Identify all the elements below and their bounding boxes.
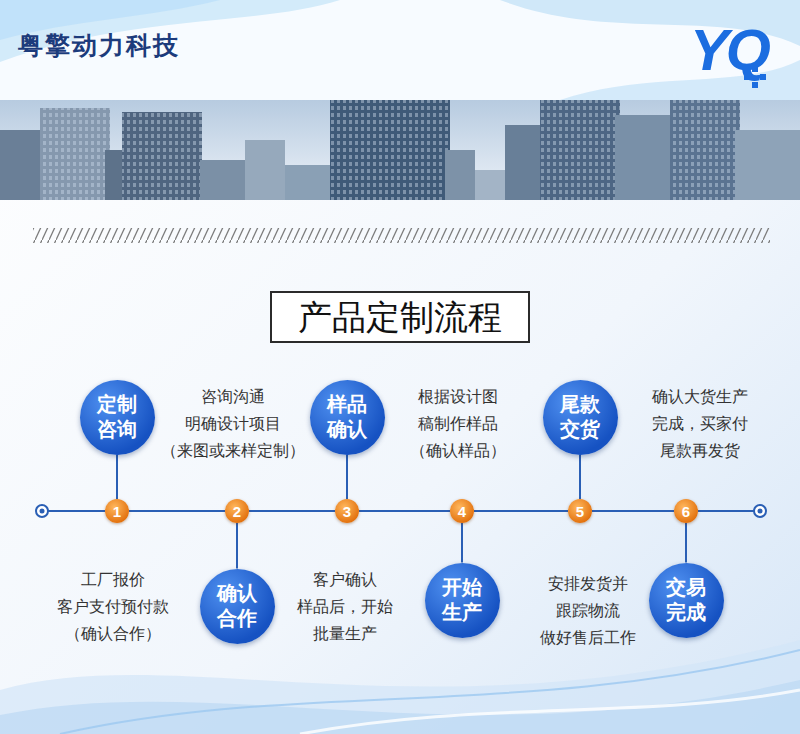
timeline-end-ring [40, 509, 45, 514]
building [505, 125, 540, 200]
building [122, 112, 202, 200]
logo-plus [752, 82, 758, 88]
connector-line [236, 523, 238, 569]
step-number-dot: 3 [335, 499, 359, 523]
step-number: 1 [113, 504, 121, 519]
hatch-band [33, 228, 770, 243]
building [540, 100, 620, 200]
bottom-streak [300, 690, 800, 734]
building [40, 108, 110, 200]
step-circle: 尾款 交货确认大货生产 完成，买家付 尾款再发货 [543, 380, 618, 455]
building-windows [540, 100, 620, 200]
connector-line [592, 510, 674, 512]
building [475, 170, 505, 200]
title-box: 产品定制流程 [270, 291, 530, 343]
step-number-dot: 2 [225, 499, 249, 523]
step-circle: 确认 合作工厂报价 客户支付预付款 （确认合作） [200, 569, 275, 644]
step-name: 尾款 交货 [559, 392, 601, 442]
connector-line [474, 510, 568, 512]
step-description: 工厂报价 客户支付预付款 （确认合作） [56, 566, 170, 647]
logo-text: YQ [690, 20, 768, 80]
building-windows [330, 100, 450, 200]
building [245, 140, 285, 200]
step-name: 确认 合作 [216, 581, 258, 631]
connector-line [579, 455, 581, 500]
building-windows [122, 112, 202, 200]
connector-line [685, 523, 687, 563]
building-windows [670, 100, 740, 200]
step-number-dot: 6 [674, 499, 698, 523]
bottom-wave [0, 680, 800, 734]
connector-line [346, 455, 348, 500]
timeline-end [698, 510, 754, 512]
timeline-end-ring [36, 505, 48, 517]
step-number-dot: 1 [105, 499, 129, 523]
step-description: 咨询沟通 明确设计项目 （来图或来样定制） [160, 383, 306, 464]
step-number: 6 [682, 504, 690, 519]
title-text: 产品定制流程 [298, 297, 502, 337]
connector-line [129, 510, 225, 512]
connector-line [116, 455, 118, 500]
step-name: 样品 确认 [326, 392, 368, 442]
step-circle: 定制 咨询咨询沟通 明确设计项目 （来图或来样定制） [80, 380, 155, 455]
timeline-end-ring [754, 505, 766, 517]
building [670, 100, 740, 200]
connector-line [359, 510, 450, 512]
bottom-streak [60, 650, 800, 734]
header-swoosh [0, 0, 340, 62]
connector-line [461, 523, 463, 563]
step-number: 3 [343, 504, 351, 519]
step-number-dot: 5 [568, 499, 592, 523]
connector-line [249, 510, 335, 512]
building-windows [40, 108, 110, 200]
step-number: 5 [576, 504, 584, 519]
step-name: 交易 完成 [665, 575, 707, 625]
building [445, 150, 475, 200]
step-description: 根据设计图 稿制作样品 （确认样品） [409, 383, 507, 464]
building [615, 115, 675, 200]
building [0, 130, 45, 200]
step-circle: 交易 完成安排发货并 跟踪物流 做好售后工作 [649, 563, 724, 638]
timeline-end [48, 510, 105, 512]
company-name: 粤擎动力科技 [18, 30, 180, 60]
step-name: 开始 生产 [441, 575, 483, 625]
step-number: 2 [233, 504, 241, 519]
step-circle: 样品 确认根据设计图 稿制作样品 （确认样品） [310, 380, 385, 455]
timeline-end-ring [758, 509, 763, 514]
step-description: 客户确认 样品后，开始 批量生产 [296, 566, 394, 647]
header-ground [0, 0, 800, 100]
building [735, 130, 800, 200]
building [285, 165, 335, 200]
building [200, 160, 250, 200]
step-description: 安排发货并 跟踪物流 做好售后工作 [539, 570, 637, 651]
step-description: 确认大货生产 完成，买家付 尾款再发货 [651, 383, 749, 464]
skyline-sky [0, 100, 800, 200]
step-name: 定制 咨询 [96, 392, 138, 442]
bottom-wave [0, 640, 800, 734]
step-number-dot: 4 [450, 499, 474, 523]
skyline [0, 100, 800, 200]
step-circle: 开始 生产客户确认 样品后，开始 批量生产 [425, 563, 500, 638]
building [330, 100, 450, 200]
step-number: 4 [458, 504, 466, 519]
